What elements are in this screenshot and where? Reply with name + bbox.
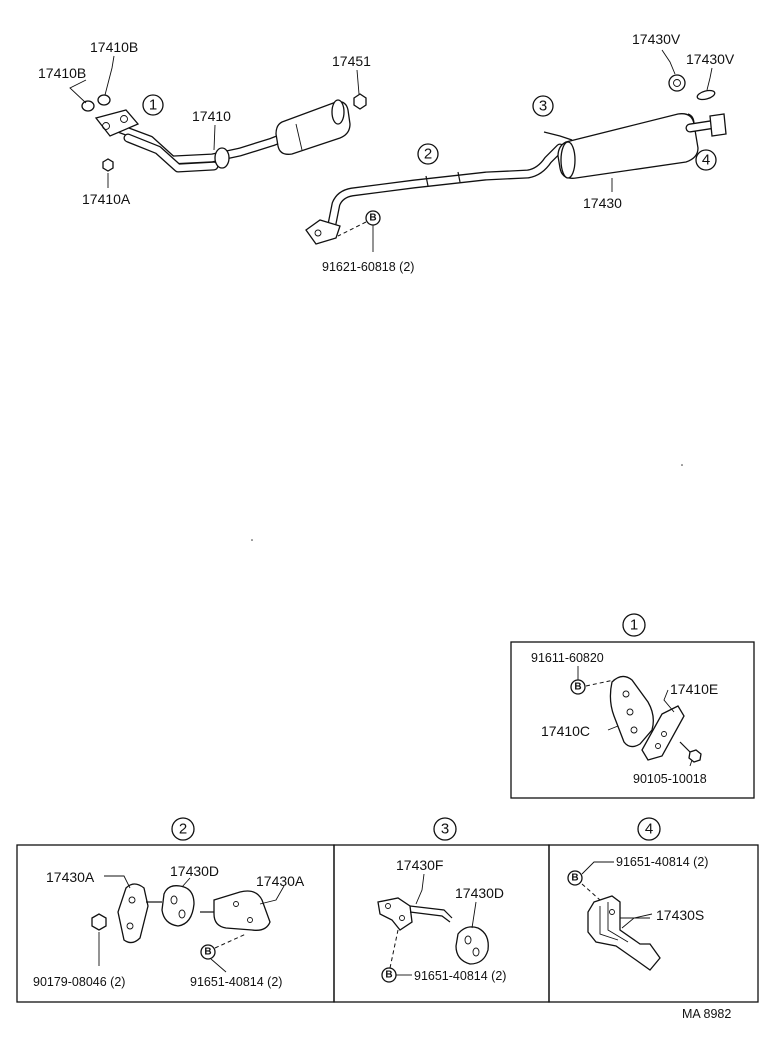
bolt-mark-b-detail2-text: B xyxy=(204,947,211,958)
label-17430f: 17430F xyxy=(396,857,443,873)
bolt-mark-b-text: B xyxy=(369,213,376,224)
detail-4-frame xyxy=(548,844,759,1003)
front-pipe-17410 xyxy=(94,99,351,173)
gasket-17410b-right xyxy=(97,94,111,106)
label-17430a-left: 17430A xyxy=(46,869,95,885)
callout-3-detail-text: 3 xyxy=(441,821,449,838)
label-91611-60820: 91611-60820 xyxy=(531,651,604,665)
gasket-17430v-ring xyxy=(668,74,686,92)
callout-1-detail-text: 1 xyxy=(630,617,638,634)
callout-1-main xyxy=(142,94,164,116)
bracket-17430s xyxy=(587,895,661,971)
label-17430v-upper: 17430V xyxy=(632,31,681,47)
bracket-17410c xyxy=(609,675,654,748)
label-90105-10018: 90105-10018 xyxy=(633,772,707,786)
callout-1-detail xyxy=(622,613,646,637)
gasket-17410b-left xyxy=(81,100,95,112)
nut-17410a xyxy=(102,158,114,172)
callout-3-main xyxy=(532,95,554,117)
cushion-17430d-detail2 xyxy=(161,885,195,927)
label-17430: 17430 xyxy=(583,195,622,211)
label-17410b-upper: 17410B xyxy=(90,39,138,55)
label-17410: 17410 xyxy=(192,108,231,124)
bolt-mark-b-detail2 xyxy=(200,944,216,960)
label-17451: 17451 xyxy=(332,53,371,69)
speck xyxy=(251,539,253,541)
bracket-17410e xyxy=(641,705,685,761)
callout-3-main-text: 3 xyxy=(539,98,547,115)
label-91651-40814-detail4: 91651-40814 (2) xyxy=(616,855,708,869)
gasket-17451 xyxy=(353,93,367,110)
diagram-code: MA 8982 xyxy=(682,1007,731,1021)
bolt-mark-b-detail1-text: B xyxy=(574,682,581,693)
label-90179-08046: 90179-08046 (2) xyxy=(33,975,125,989)
label-17430v-lower: 17430V xyxy=(686,51,735,67)
bolt-mark-b-detail3-text: B xyxy=(385,970,392,981)
callout-1-main-text: 1 xyxy=(149,97,157,114)
gasket-17430v-oval xyxy=(696,89,716,101)
callout-4-main xyxy=(695,149,717,171)
label-91651-40814-detail2: 91651-40814 (2) xyxy=(190,975,282,989)
label-17410a: 17410A xyxy=(82,191,131,207)
callout-4-detail xyxy=(637,817,661,841)
label-17430s: 17430S xyxy=(656,907,704,923)
callout-2-detail-text: 2 xyxy=(179,821,187,838)
label-17430d-detail3: 17430D xyxy=(455,885,504,901)
cushion-17430d-detail3 xyxy=(455,926,489,965)
speck xyxy=(681,464,683,466)
label-17430d-detail2: 17430D xyxy=(170,863,219,879)
label-17430a-right: 17430A xyxy=(256,873,305,889)
bolt-90105-10018 xyxy=(679,741,702,763)
callout-3-detail xyxy=(433,817,457,841)
label-91651-40814-detail3: 91651-40814 (2) xyxy=(414,969,506,983)
callout-2-main xyxy=(417,143,439,165)
center-pipe xyxy=(305,143,565,245)
detail-1-frame xyxy=(510,641,755,799)
callout-2-detail xyxy=(171,817,195,841)
bracket-17430f xyxy=(377,897,453,931)
callout-4-main-text: 4 xyxy=(702,152,710,169)
tail-pipe-muffler-17430 xyxy=(543,113,727,179)
label-17410c: 17410C xyxy=(541,723,590,739)
hanger-17430a-right xyxy=(200,890,271,931)
hanger-17430a-left xyxy=(117,883,162,944)
callout-4-detail-text: 4 xyxy=(645,821,653,838)
callout-2-main-text: 2 xyxy=(424,146,432,163)
label-17410b-lower: 17410B xyxy=(38,65,86,81)
label-17410e: 17410E xyxy=(670,681,718,697)
bolt-mark-b-detail4-text: B xyxy=(571,873,578,884)
bolt-mark-b-detail4 xyxy=(567,870,583,886)
label-91621-60818: 91621-60818 (2) xyxy=(322,260,414,274)
nut-90179-08046 xyxy=(91,913,107,931)
